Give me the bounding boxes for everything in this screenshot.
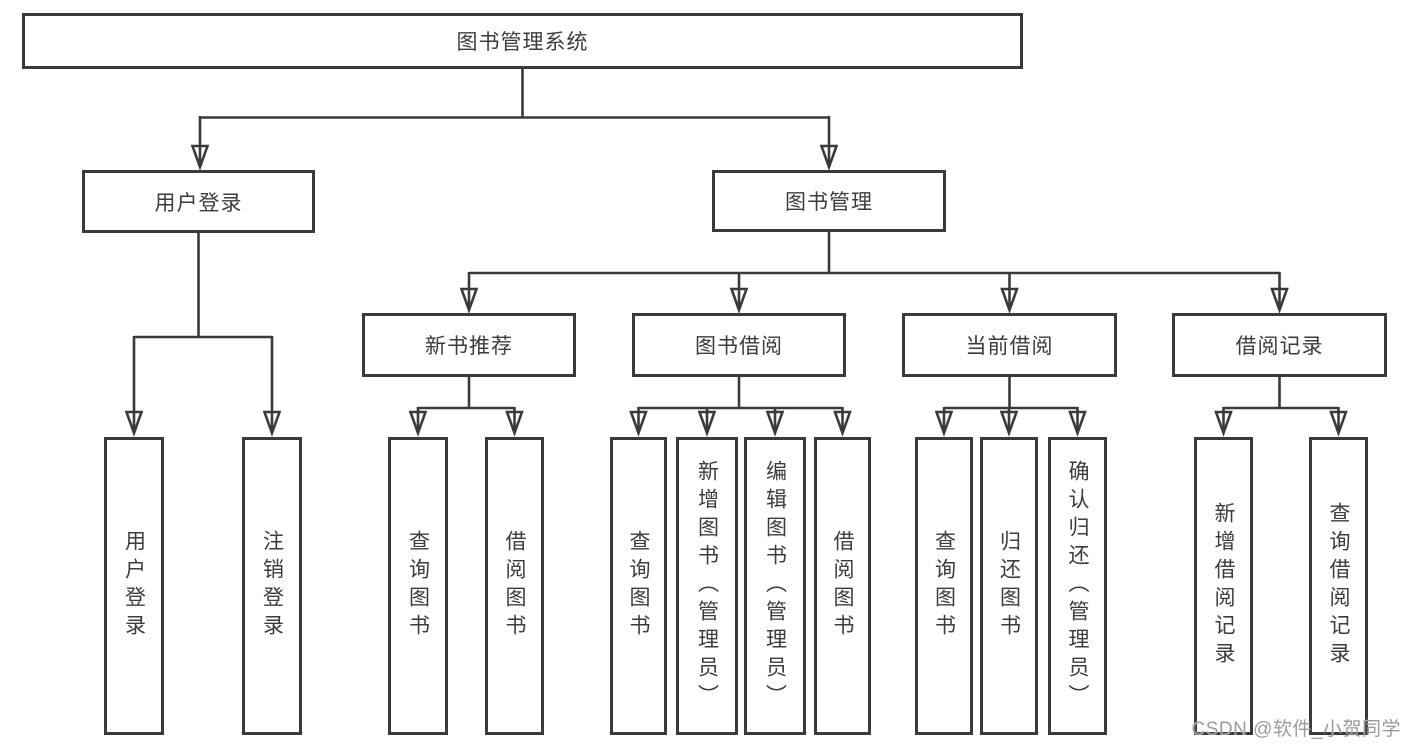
leaf-borrow-books-borrowing: 借阅图书 [814, 437, 871, 735]
leaf-label: 新增图书（管理员） [695, 460, 719, 712]
leaf-user-login: 用户登录 [104, 437, 164, 735]
leaf-label: 编辑图书（管理员） [763, 460, 787, 712]
leaf-add-book-admin: 新增图书（管理员） [676, 437, 738, 735]
leaf-label: 注销登录 [260, 530, 284, 642]
leaf-edit-book-admin: 编辑图书（管理员） [744, 437, 806, 735]
leaf-add-borrow-record: 新增借阅记录 [1194, 437, 1253, 735]
leaf-query-borrow-record: 查询借阅记录 [1309, 437, 1368, 735]
csdn-watermark: CSDN @软件_小贺同学 [1191, 719, 1401, 740]
leaf-logout-login: 注销登录 [242, 437, 302, 735]
node-label: 新书推荐 [425, 335, 513, 358]
leaf-confirm-return-admin: 确认归还（管理员） [1048, 437, 1107, 735]
leaf-label: 确认归还（管理员） [1066, 460, 1090, 712]
leaf-label: 用户登录 [122, 530, 146, 642]
leaf-label: 借阅图书 [503, 530, 527, 642]
connector-current-borrow-spine [944, 377, 1078, 410]
node-new-book-recommendation: 新书推荐 [362, 313, 576, 377]
leaf-query-books-borrowing: 查询图书 [610, 437, 667, 735]
leaf-borrow-books-recommend: 借阅图书 [485, 437, 544, 735]
leaf-label: 查询借阅记录 [1327, 502, 1351, 670]
connector-new-book-spine [418, 377, 515, 410]
node-book-management: 图书管理 [712, 170, 946, 232]
node-label: 图书管理 [785, 191, 873, 214]
node-label: 借阅记录 [1235, 335, 1324, 358]
node-library-management-system: 图书管理系统 [22, 13, 1023, 69]
leaf-query-books-recommend: 查询图书 [388, 437, 448, 735]
leaf-query-books-current: 查询图书 [915, 437, 973, 735]
node-borrowing-records: 借阅记录 [1172, 313, 1387, 377]
node-book-borrowing: 图书借阅 [632, 313, 846, 377]
leaf-return-books: 归还图书 [980, 437, 1038, 735]
node-current-borrowing: 当前借阅 [902, 313, 1117, 377]
connector-borrow-records-spine [1223, 377, 1339, 410]
node-label: 当前借阅 [965, 335, 1054, 358]
node-label: 图书借阅 [695, 335, 783, 358]
leaf-label: 查询图书 [627, 530, 651, 642]
connector-root-spine [200, 69, 829, 119]
leaf-label: 新增借阅记录 [1212, 502, 1236, 670]
leaf-label: 查询图书 [932, 530, 956, 642]
node-label: 用户登录 [154, 191, 243, 215]
leaf-label: 查询图书 [406, 530, 430, 642]
node-user-login: 用户登录 [82, 170, 315, 233]
node-label: 图书管理系统 [456, 31, 589, 54]
leaf-label: 归还图书 [997, 530, 1021, 642]
connector-book-borrow-spine [638, 377, 843, 410]
connector-user-login-spine [134, 233, 272, 339]
leaf-label: 借阅图书 [831, 530, 855, 642]
connector-book-mgmt-spine [469, 232, 1280, 275]
